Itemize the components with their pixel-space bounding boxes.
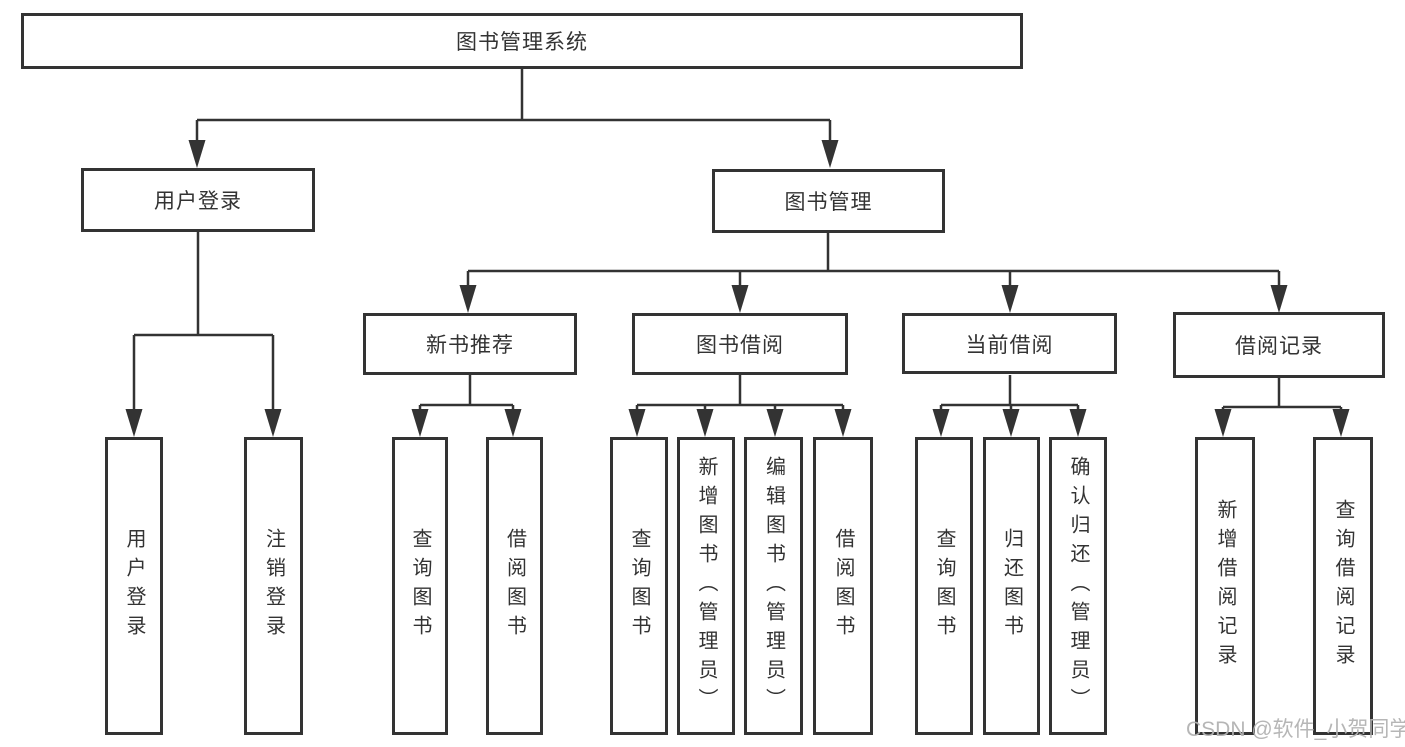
leaf-user-login: 用户登录 — [105, 437, 163, 735]
node-root-label: 图书管理系统 — [456, 31, 588, 54]
connector-records-leaves — [1221, 375, 1343, 411]
leaf-newbooks-borrow-books: 借阅图书 — [486, 437, 543, 735]
arrowhead — [932, 409, 950, 437]
leaf-query-borrow-record-label: 查询借阅记录 — [1332, 499, 1354, 673]
node-current-borrowing: 当前借阅 — [902, 313, 1117, 374]
arrowhead — [1214, 409, 1232, 437]
node-current-borrowing-label: 当前借阅 — [965, 333, 1054, 357]
node-new-book-recommend: 新书推荐 — [363, 313, 577, 375]
node-book-borrowing-label: 图书借阅 — [696, 334, 784, 357]
arrowhead — [766, 409, 784, 437]
node-book-management: 图书管理 — [712, 169, 945, 233]
leaf-return-books: 归还图书 — [983, 437, 1040, 735]
leaf-newbooks-query-books-label: 查询图书 — [409, 528, 431, 644]
leaf-current-query-books-label: 查询图书 — [933, 528, 955, 644]
leaf-add-borrow-record-label: 新增借阅记录 — [1214, 499, 1236, 673]
leaf-borrow-borrow-books-label: 借阅图书 — [832, 528, 854, 644]
leaf-borrow-query-books: 查询图书 — [610, 437, 668, 735]
node-user-login: 用户登录 — [81, 168, 315, 232]
node-borrow-records-label: 借阅记录 — [1235, 335, 1323, 358]
leaf-current-query-books: 查询图书 — [915, 437, 973, 735]
connector-currentborrow-leaves — [939, 375, 1080, 411]
connector-paths — [132, 69, 1343, 411]
leaf-user-login-label: 用户登录 — [123, 528, 145, 644]
leaf-newbooks-borrow-books-label: 借阅图书 — [503, 528, 526, 644]
node-root-system: 图书管理系统 — [21, 13, 1023, 69]
arrowhead — [821, 140, 839, 168]
leaf-add-borrow-record: 新增借阅记录 — [1195, 437, 1255, 735]
csdn-watermark: CSDN @软件_小贺同学 — [1186, 718, 1405, 741]
node-book-borrowing: 图书借阅 — [632, 313, 848, 375]
arrowhead — [504, 409, 522, 437]
node-new-book-recommend-label: 新书推荐 — [426, 334, 514, 357]
arrowhead — [188, 140, 206, 168]
leaf-add-books-admin-label: 新增图书（管理员） — [695, 455, 717, 717]
node-borrow-records: 借阅记录 — [1173, 312, 1385, 378]
arrowhead — [1002, 409, 1020, 437]
connector-userlogin-leaves — [132, 232, 275, 410]
connector-newbooks-leaves — [418, 375, 515, 411]
node-book-management-label: 图书管理 — [784, 191, 873, 214]
node-user-login-label: 用户登录 — [154, 190, 242, 213]
arrowhead — [628, 409, 646, 437]
leaf-query-borrow-record: 查询借阅记录 — [1313, 437, 1373, 735]
arrowhead — [1332, 409, 1350, 437]
arrowhead — [696, 409, 714, 437]
arrowhead — [1069, 409, 1087, 437]
leaf-logout: 注销登录 — [244, 437, 303, 735]
arrowhead — [1001, 285, 1019, 313]
arrowhead — [411, 409, 429, 437]
connector-bookborrow-leaves — [635, 375, 845, 411]
arrowhead — [125, 409, 143, 437]
leaf-edit-books-admin: 编辑图书（管理员） — [744, 437, 803, 735]
arrowhead — [834, 409, 852, 437]
leaf-confirm-return-admin-label: 确认归还（管理员） — [1067, 455, 1089, 717]
connector-bookmgmt-level3 — [466, 233, 1281, 287]
leaf-borrow-query-books-label: 查询图书 — [628, 528, 650, 644]
leaf-confirm-return-admin: 确认归还（管理员） — [1049, 437, 1107, 735]
arrowhead — [264, 409, 282, 437]
leaf-logout-label: 注销登录 — [262, 528, 285, 644]
leaf-newbooks-query-books: 查询图书 — [392, 437, 448, 735]
leaf-add-books-admin: 新增图书（管理员） — [677, 437, 735, 735]
connector-root-level2 — [195, 69, 832, 142]
arrowheads — [125, 140, 1350, 437]
leaf-edit-books-admin-label: 编辑图书（管理员） — [762, 455, 785, 717]
arrowhead — [459, 285, 477, 313]
arrowhead — [731, 285, 749, 313]
arrowhead — [1270, 285, 1288, 313]
leaf-borrow-borrow-books: 借阅图书 — [813, 437, 873, 735]
leaf-return-books-label: 归还图书 — [1000, 528, 1023, 644]
